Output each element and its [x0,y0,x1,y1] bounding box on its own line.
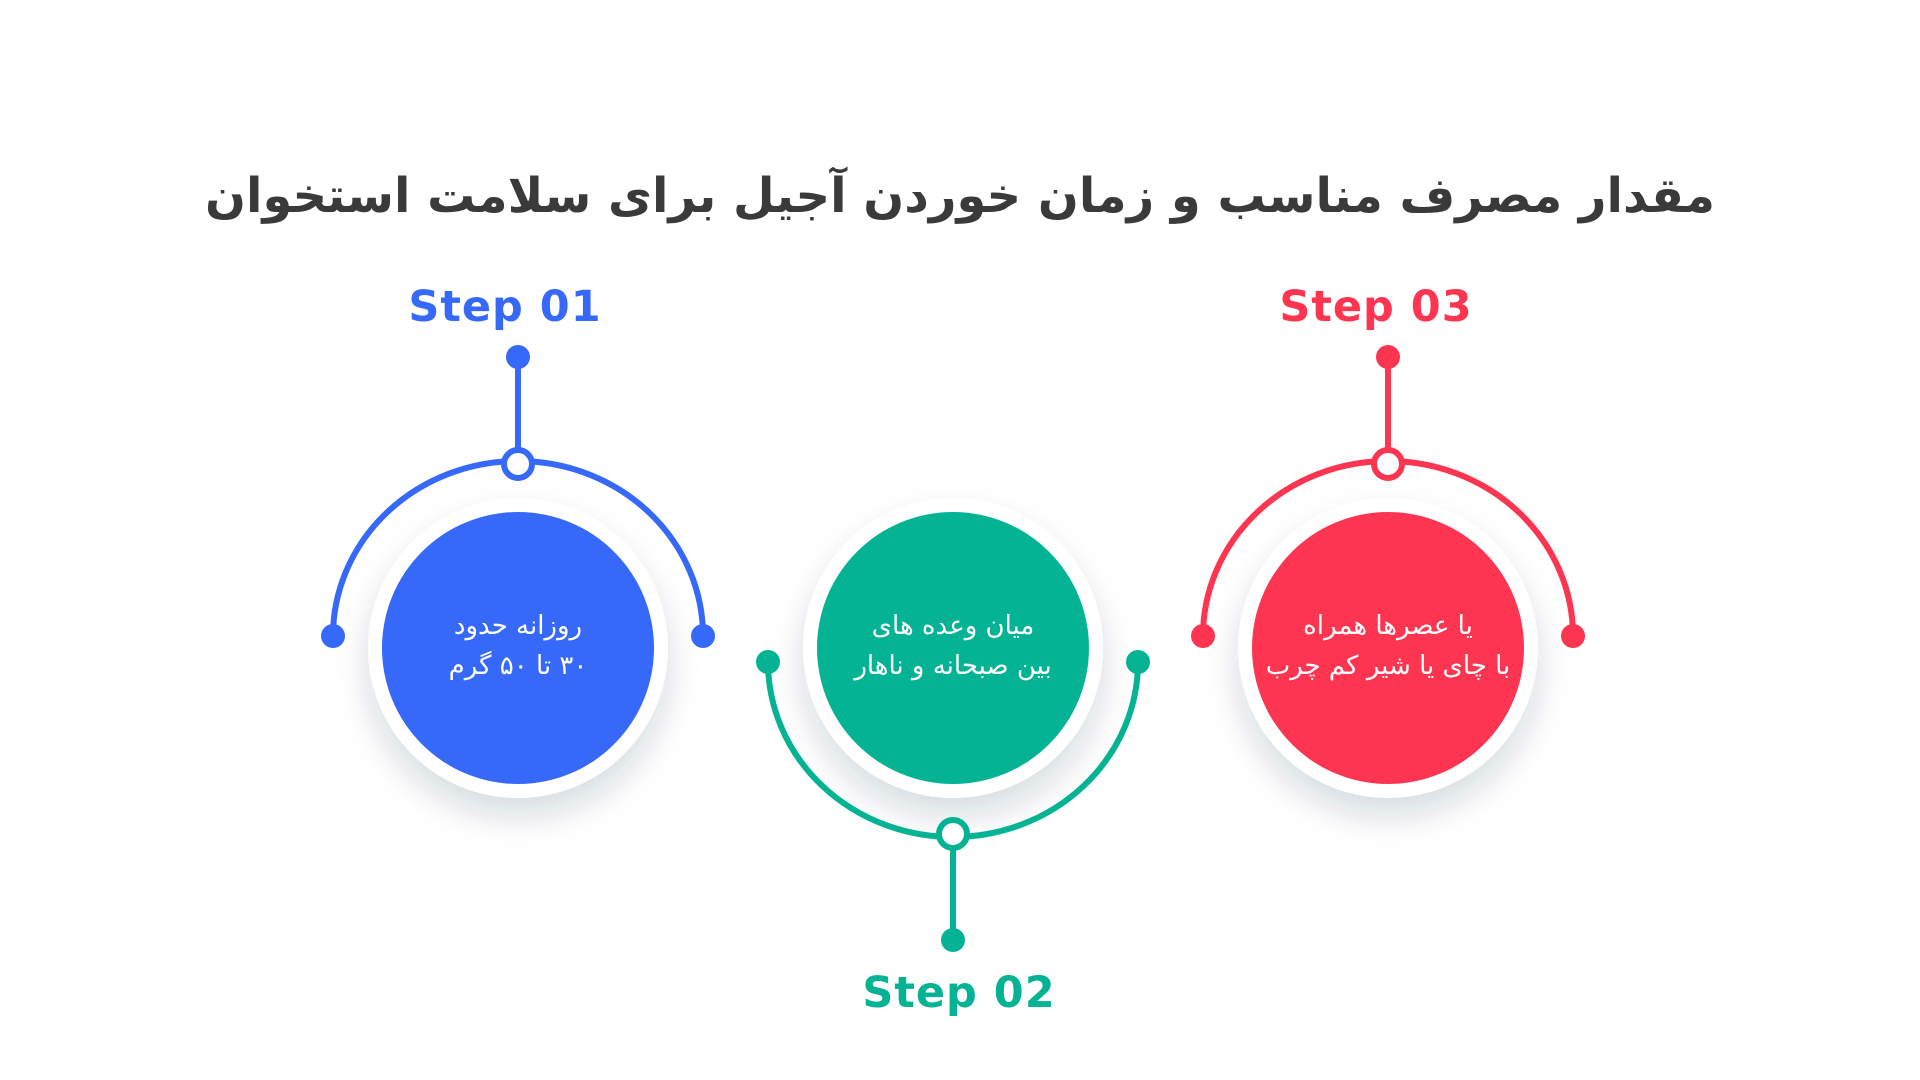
step-1-top-dot [506,345,530,369]
step-3-text-line-1: یا عصرها همراه [1303,611,1473,641]
step-3-node [1191,345,1585,798]
step-1-label: Step 01 [408,282,602,332]
step-3-text-line-2: با چای یا شیر کم چرب [1265,651,1511,681]
step-2-left-dot [756,650,780,674]
step-3-right-dot [1561,624,1585,648]
step-2-bottom-dot [941,928,965,952]
step-3-text: یا عصرها همراه با چای یا شیر کم چرب [1258,606,1518,686]
step-3-circle [1252,512,1524,784]
step-3-top-dot [1376,345,1400,369]
step-2-label: Step 02 [862,968,1056,1018]
diagram-title: مقدار مصرف مناسب و زمان خوردن آجیل برای … [205,168,1715,224]
step-1-arc-node [501,447,535,481]
step-2-right-dot [1126,650,1150,674]
step-2-arc-node [936,817,970,851]
step-2-text-line-1: میان وعده های [871,611,1035,641]
step-2-text: میان وعده های بین صبحانه و ناهار [823,606,1083,686]
step-1-text-line-2: ۳۰ تا ۵۰ گرم [448,651,588,681]
step-1-circle [382,512,654,784]
step-3-label: Step 03 [1279,282,1473,332]
step-1-node [321,345,715,798]
step-1-left-dot [321,624,345,648]
step-1-text-line-1: روزانه حدود [453,611,583,641]
step-3-left-dot [1191,624,1215,648]
step-1-right-dot [691,624,715,648]
step-2-text-line-2: بین صبحانه و ناهار [854,651,1052,681]
step-3-arc-node [1371,447,1405,481]
step-1-text: روزانه حدود ۳۰ تا ۵۰ گرم [388,606,648,686]
step-2-node [756,498,1150,952]
step-2-circle [817,512,1089,784]
